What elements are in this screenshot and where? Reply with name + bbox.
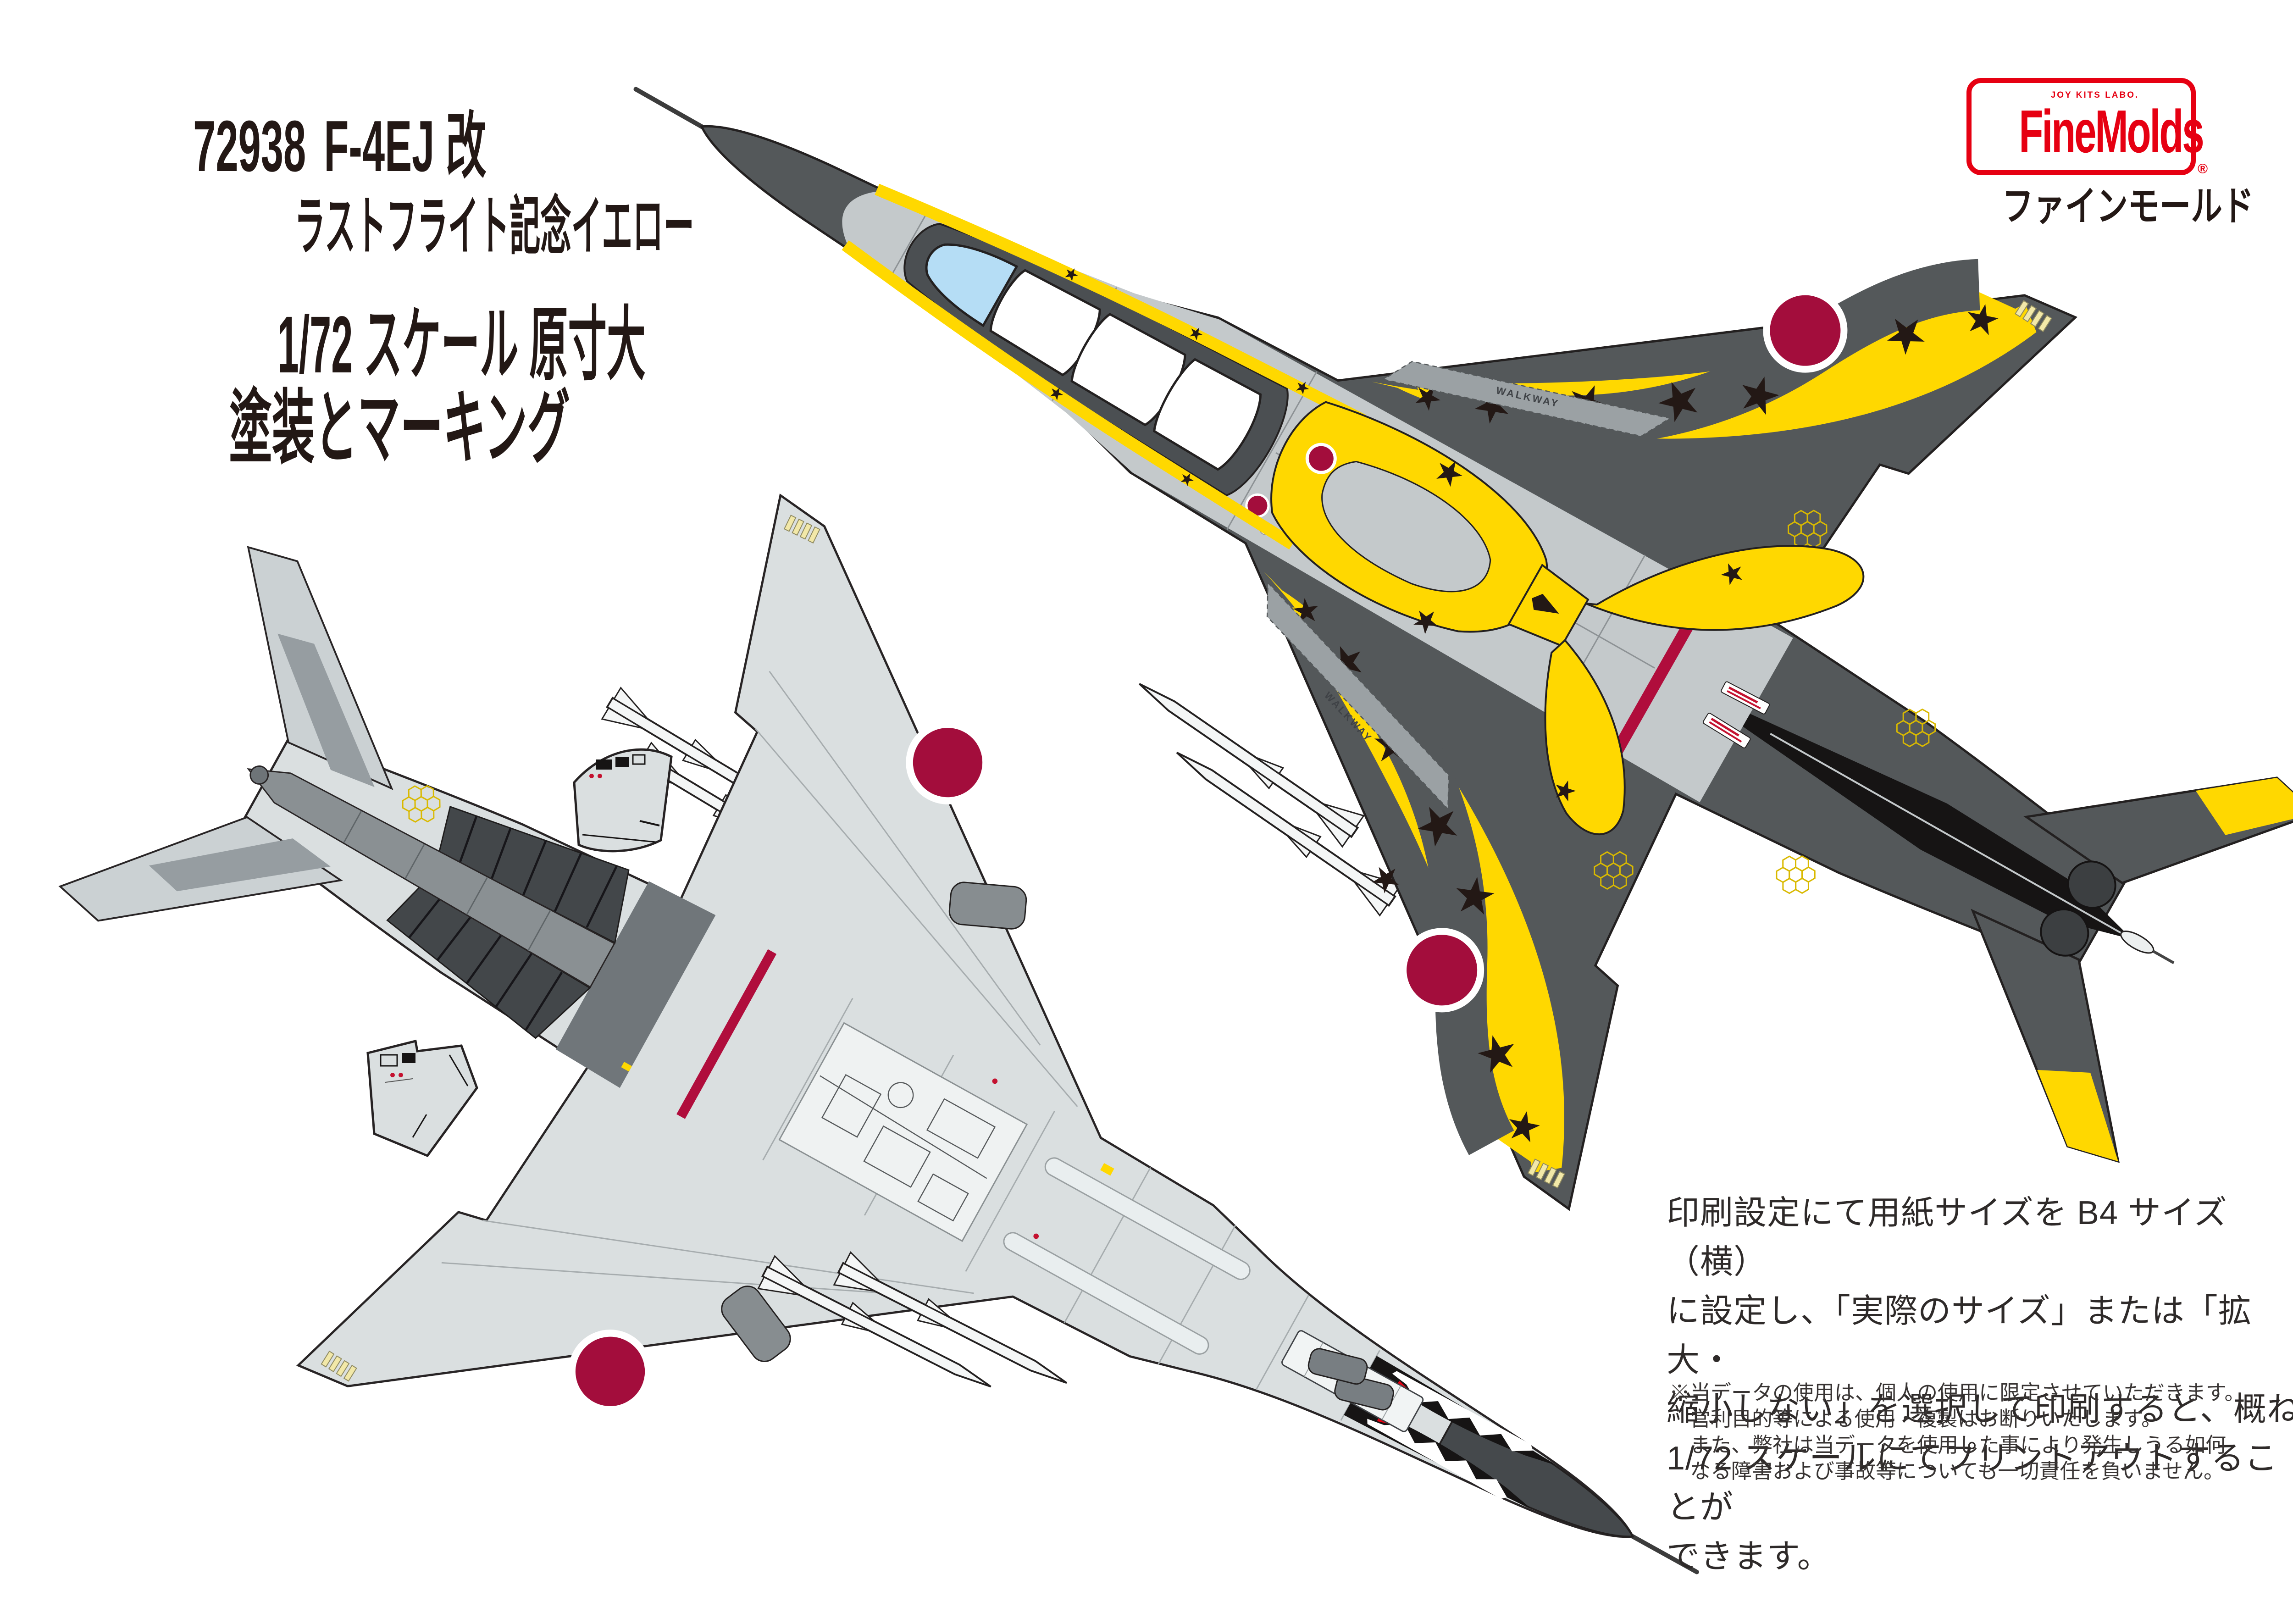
pitot-tube bbox=[633, 87, 710, 133]
usage-disclaimer: ※当データの使用は、個人の使用に限定させていただきます。 営利目的等による使用・… bbox=[1669, 1381, 2245, 1483]
logo-brand-japanese: ファインモールド bbox=[2002, 183, 2254, 229]
registered-trademark-mark: ® bbox=[2198, 161, 2208, 177]
print-instructions: 印刷設定にて用紙サイズを B4 サイズ（横） に設定し、「実際のサイズ」または「… bbox=[1667, 1195, 2293, 1575]
inset-panel-part-upper bbox=[573, 748, 673, 853]
drag-chute-cap bbox=[249, 765, 269, 785]
aircraft-bottom-view bbox=[0, 282, 1940, 1624]
tail-fin-area bbox=[1702, 681, 2175, 964]
logo-tagline: JOY KITS LABO. bbox=[2050, 90, 2139, 100]
shark-mouth-nose bbox=[1344, 1356, 1634, 1538]
logo-brand-text: FineMolds bbox=[2019, 98, 2204, 165]
walkway-strips: WALKWAY WALKWAY bbox=[1266, 360, 1672, 811]
hinomaru-roundel bbox=[568, 721, 990, 1413]
windscreen-glass bbox=[925, 243, 1019, 327]
spine-yellow-stripes bbox=[842, 183, 1366, 550]
engine-nozzle bbox=[2040, 908, 2089, 957]
kit-edition: ラストフライト記念イエロー bbox=[294, 190, 694, 262]
scale-note-line1: 1/72 スケール 原寸大 bbox=[277, 300, 646, 390]
kit-name: F-4EJ 改 bbox=[324, 106, 487, 187]
kit-number: 72938 bbox=[193, 106, 306, 187]
finemolds-logo: JOY KITS LABO. FineMolds bbox=[1966, 78, 2204, 175]
pitot-tube bbox=[1624, 1531, 1699, 1574]
landing-gear-bays bbox=[721, 881, 1424, 1432]
rwr-pod bbox=[2120, 931, 2155, 954]
inset-panel-part-lower bbox=[366, 1039, 478, 1158]
aircraft-top-view: WALKWAY WALKWAY bbox=[381, 0, 2293, 1433]
engine-bay-area bbox=[247, 765, 716, 1088]
engine-nozzle bbox=[2067, 860, 2116, 909]
commemorative-band bbox=[676, 949, 777, 1119]
scale-note-line2: 塗装とマーキング bbox=[229, 383, 570, 473]
ribbon-bow bbox=[1270, 401, 1865, 835]
canopy bbox=[903, 222, 1289, 535]
small-detail-markers bbox=[396, 778, 1114, 1239]
